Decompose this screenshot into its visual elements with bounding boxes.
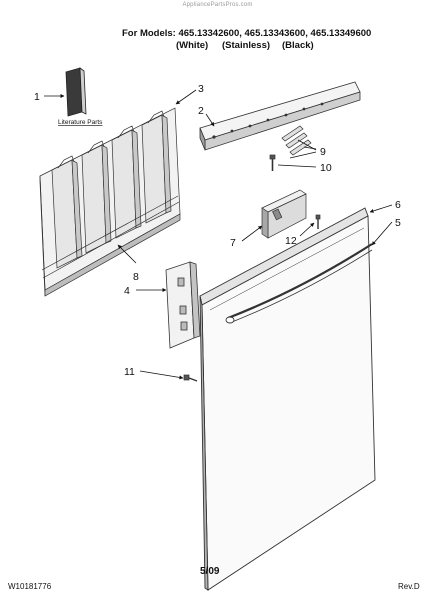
callout-7: 7 bbox=[230, 237, 236, 249]
callout-12: 12 bbox=[285, 235, 297, 247]
drawer-container-panel bbox=[39, 107, 181, 297]
callout-9: 9 bbox=[320, 146, 326, 158]
watermark-text: AppliancePartsPros.com bbox=[182, 2, 253, 8]
drawer-bracket bbox=[261, 189, 307, 239]
screw-12 bbox=[315, 214, 321, 229]
doc-number: W10181776 bbox=[8, 582, 52, 591]
screw-11 bbox=[183, 374, 198, 382]
top-rail-bar bbox=[199, 81, 361, 151]
models-line: For Models: 465.13342600, 465.13343600, … bbox=[122, 28, 372, 39]
revision-label: Rev.D bbox=[398, 582, 420, 591]
finish-black: (Black) bbox=[282, 40, 314, 51]
drawer-front bbox=[199, 207, 376, 591]
leader-lines bbox=[44, 89, 393, 380]
rail-clips bbox=[281, 125, 312, 156]
callout-10: 10 bbox=[320, 162, 332, 174]
finish-white: (White) bbox=[176, 40, 209, 51]
literature-parts-label: Literature Parts bbox=[58, 119, 103, 126]
callout-5: 5 bbox=[395, 217, 401, 229]
side-bracket bbox=[165, 261, 201, 349]
literature-booklet bbox=[65, 67, 87, 117]
callout-8: 8 bbox=[133, 271, 139, 283]
callout-11: 11 bbox=[124, 366, 135, 378]
screw-10 bbox=[269, 154, 276, 171]
finish-stainless: (Stainless) bbox=[222, 40, 271, 51]
callout-3: 3 bbox=[198, 83, 204, 95]
callout-4: 4 bbox=[124, 285, 130, 297]
callout-1: 1 bbox=[34, 91, 40, 103]
callout-6: 6 bbox=[395, 199, 401, 211]
callout-2: 2 bbox=[198, 105, 204, 117]
revision-date: 5/09 bbox=[200, 566, 220, 577]
